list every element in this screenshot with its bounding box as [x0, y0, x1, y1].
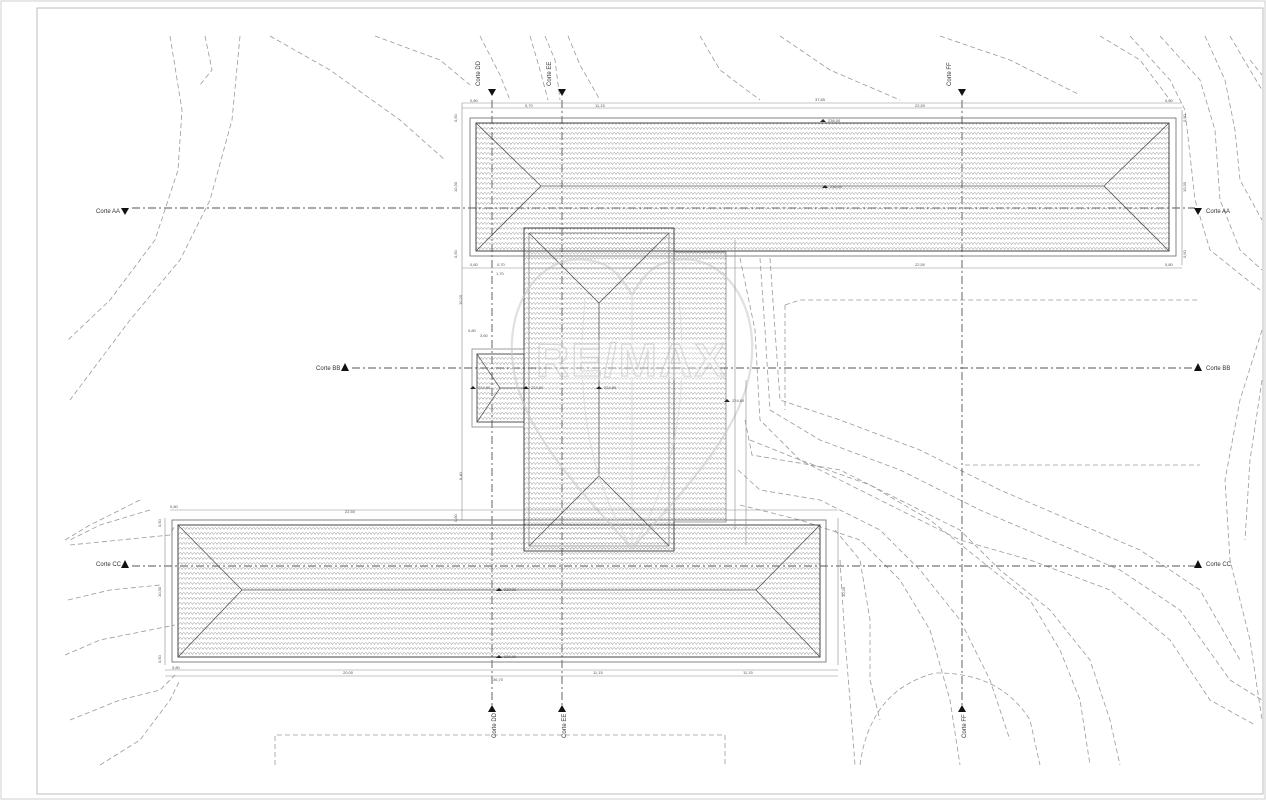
- watermark-text: RE/MAX: [536, 334, 727, 386]
- marker-ff-bottom: [958, 705, 966, 712]
- dim-mid-v2: 0,80: [468, 328, 477, 333]
- porch-roof: [471, 348, 525, 428]
- dim-mid-v5: 0,80: [453, 513, 458, 522]
- marker-ee-bottom: [558, 705, 566, 712]
- level-markers: 236,00 236,00 224,80 224,80 224,80 224,8…: [470, 118, 843, 659]
- svg-text:224,80: 224,80: [604, 385, 617, 390]
- dim-mid-v3: 3,60: [480, 333, 489, 338]
- section-label-cc-left: Corte CC: [96, 562, 122, 568]
- level-marker-upper-ridge: 236,00: [820, 118, 841, 123]
- marker-aa-left: [121, 208, 129, 215]
- section-label-ff-bottom: Corte FF: [962, 714, 968, 738]
- central-block-inner-outline: [528, 232, 670, 547]
- dim-top-b: 11,15: [595, 103, 605, 108]
- dim-upper-right-h3: 0,50: [1182, 249, 1187, 258]
- svg-text:236,00: 236,00: [830, 184, 843, 189]
- section-label-ee-bottom: Corte EE: [562, 714, 568, 738]
- dim-top-total: 37,85: [815, 97, 826, 102]
- marker-bb-right: [1194, 363, 1202, 371]
- section-label-aa-right: Corte AA: [1206, 209, 1230, 215]
- level-marker-lower-bottom: 230,00: [496, 654, 517, 659]
- dim-mid-a: 0,80: [470, 262, 479, 267]
- dim-lower-bottom-a: 20,00: [343, 670, 354, 675]
- level-marker-center-a: 224,80: [470, 385, 491, 390]
- terrain-contours: [64, 35, 1263, 766]
- marker-cc-left: [121, 560, 129, 568]
- svg-text:224,80: 224,80: [732, 398, 745, 403]
- dim-top-c: 22,50: [915, 103, 926, 108]
- svg-text:230,00: 230,00: [504, 654, 517, 659]
- dim-upper-h3: 0,50: [453, 249, 458, 258]
- lower-wing-hip-lines: [177, 524, 821, 658]
- section-label-ee-top: Corte EE: [547, 62, 553, 86]
- marker-cc-right: [1194, 560, 1202, 568]
- sheet-inner-frame: [36, 7, 1264, 795]
- dim-lower-h2: 10,30: [157, 586, 162, 597]
- section-label-aa-left: Corte AA: [96, 209, 120, 215]
- remax-watermark: RE/MAX: [510, 258, 754, 550]
- dim-mid-v1: 10,20: [458, 294, 463, 305]
- marker-dd-top: [488, 89, 496, 96]
- svg-text:230,00: 230,00: [504, 587, 517, 592]
- svg-text:236,00: 236,00: [828, 118, 841, 123]
- svg-text:224,80: 224,80: [478, 385, 491, 390]
- dim-lower-h1: 0,50: [157, 518, 162, 527]
- dim-top-left: 0,80: [470, 98, 479, 103]
- lower-wing-roof: [171, 519, 827, 663]
- dim-lower-bottom-left: 0,80: [172, 665, 181, 670]
- level-marker-center-d: 224,80: [724, 398, 745, 403]
- marker-bb-left: [341, 363, 349, 371]
- marker-ff-top: [958, 89, 966, 96]
- dim-top-a: 5,70: [525, 103, 534, 108]
- marker-ee-top: [558, 89, 566, 96]
- section-label-ff-top: Corte FF: [947, 62, 953, 86]
- dim-lower-right-v: 10,30: [841, 586, 846, 597]
- dim-top-right: 0,80: [1165, 98, 1174, 103]
- site-boundary-line: [274, 734, 726, 765]
- level-marker-center-b: 224,80: [523, 385, 544, 390]
- dim-upper-bottom: 22,50: [915, 262, 926, 267]
- level-marker-lower-center: 230,00: [496, 587, 517, 592]
- side-annex-roof: [673, 251, 727, 523]
- dim-mid-v4: 8,40: [458, 471, 463, 480]
- section-label-bb-right: Corte BB: [1206, 366, 1230, 372]
- dim-lower-top: 22,50: [345, 509, 356, 514]
- marker-aa-right: [1194, 208, 1202, 215]
- upper-wing-hip-lines: [475, 122, 1170, 252]
- dim-upper-right-h1: 0,50: [1182, 113, 1187, 122]
- section-label-dd-bottom: Corte DD: [492, 712, 498, 738]
- dim-mid-c: 1,70: [496, 271, 505, 276]
- dim-upper-h2: 10,30: [453, 181, 458, 192]
- dim-upper-bottom-right: 0,80: [1165, 262, 1174, 267]
- section-markers: [121, 89, 1202, 712]
- dim-lower-top-left: 0,80: [170, 504, 179, 509]
- dim-lower-bottom-total: 36,70: [493, 677, 504, 682]
- dim-lower-bottom-c: 11,15: [743, 670, 753, 675]
- level-marker-upper-center: 236,00: [822, 184, 843, 189]
- porch-hip-lines: [476, 353, 524, 423]
- svg-text:224,80: 224,80: [531, 385, 544, 390]
- dim-upper-h1: 0,50: [453, 113, 458, 122]
- level-marker-center-c: 224,80: [596, 385, 617, 390]
- dim-upper-right-h2: 10,30: [1182, 181, 1187, 192]
- dim-lower-bottom-b: 11,15: [593, 670, 603, 675]
- section-label-bb-left: Corte BB: [316, 366, 340, 372]
- lower-wing-outline: [171, 519, 827, 663]
- upper-wing-outline: [469, 117, 1177, 257]
- section-label-dd-top: Corte DD: [476, 60, 482, 86]
- marker-dd-bottom: [488, 705, 496, 712]
- central-block-roof: [523, 227, 675, 552]
- side-annex-tiles: [673, 251, 727, 523]
- dim-lower-h3: 0,50: [157, 654, 162, 663]
- section-label-cc-right: Corte CC: [1206, 562, 1232, 568]
- dim-mid-b: 0,70: [497, 262, 506, 267]
- dimension-lines: [164, 102, 1183, 677]
